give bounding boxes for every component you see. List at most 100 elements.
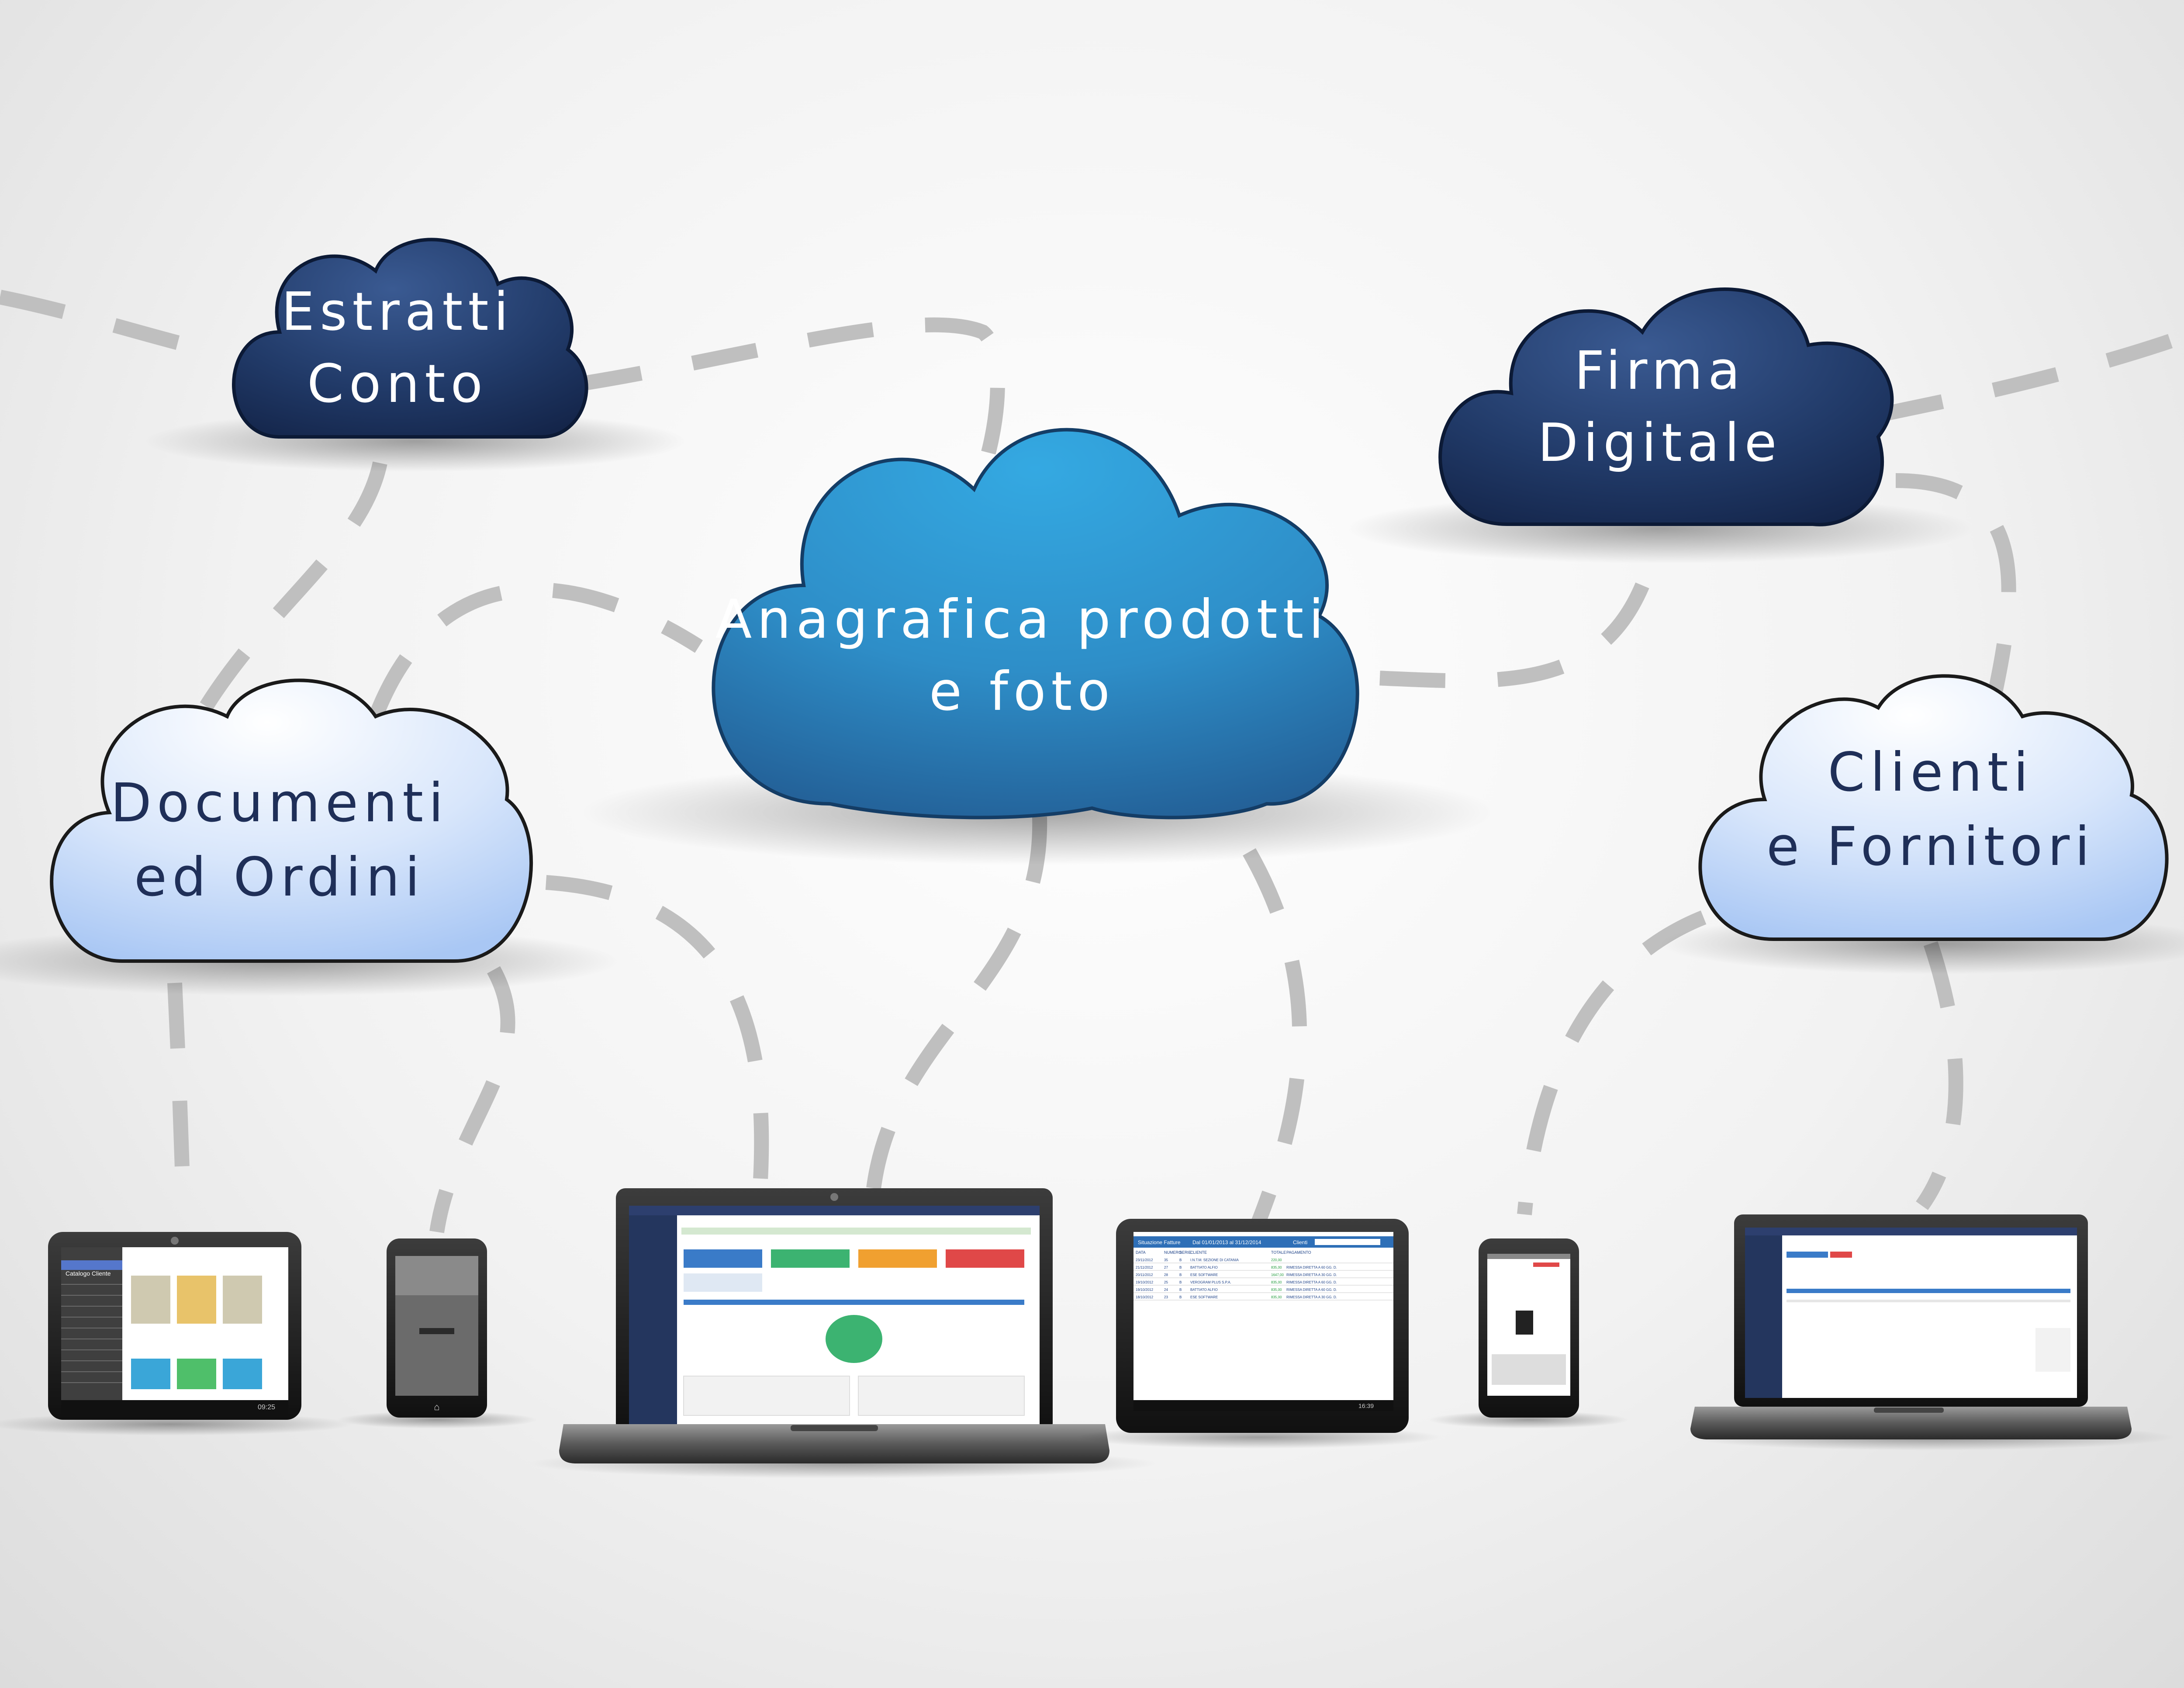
connector-anagrafica-laptop xyxy=(866,816,1047,1190)
invoice-cell: 835,00 xyxy=(1271,1266,1282,1269)
cloud-clienti-fornitori: Clienti e Fornitori xyxy=(1660,674,2184,974)
invoice-cell: B xyxy=(1179,1295,1182,1299)
invoice-cell: B xyxy=(1179,1273,1182,1277)
invoice-cell: 23/11/2012 xyxy=(1136,1258,1153,1262)
invoice-cell: 835,00 xyxy=(1271,1280,1282,1284)
invoice-cell: ESE SOFTWARE xyxy=(1190,1295,1218,1299)
device-laptop-center xyxy=(529,1188,1158,1478)
laptop-camera xyxy=(830,1193,838,1201)
invoice-header-left: Situazione Fatture xyxy=(1138,1239,1181,1245)
chart-panel-header xyxy=(684,1300,1024,1305)
laptop-sidebar xyxy=(629,1215,677,1424)
phone-home-icon: ⌂ xyxy=(434,1401,439,1412)
laptop-topbar xyxy=(629,1206,1040,1215)
connector-estratti-documenti xyxy=(199,461,387,712)
device-shadow xyxy=(1428,1411,1629,1429)
cloud-documenti-line2: ed Ordini xyxy=(134,846,425,908)
tablet-left-clock: 09:25 xyxy=(258,1404,275,1411)
connector-firma-right-edge xyxy=(1876,329,2184,422)
tablet-right-clock: 16:39 xyxy=(1358,1402,1374,1409)
device-tablet-right: Situazione Fatture Dal 01/01/2013 al 31/… xyxy=(1075,1219,1441,1449)
invoice-cell: B xyxy=(1179,1288,1182,1292)
phone-button-ui xyxy=(419,1328,454,1334)
invoice-cell: 28 xyxy=(1164,1273,1168,1277)
invoice-cell: 19/10/2012 xyxy=(1136,1288,1154,1292)
laptop-table-row xyxy=(1787,1300,2070,1302)
connector-clienti-laptop xyxy=(1916,941,1963,1210)
invoice-cell: 25 xyxy=(1164,1280,1168,1284)
cloud-estratti-line2: Conto xyxy=(307,354,488,415)
device-phone-right xyxy=(1428,1238,1629,1429)
invoice-column-header: CLIENTE xyxy=(1190,1250,1207,1255)
cloud-anagrafica-prodotti: Anagrafica prodotti e foto xyxy=(581,428,1498,865)
phone-photo xyxy=(395,1256,478,1295)
invoice-cell: 20/11/2012 xyxy=(1136,1273,1153,1277)
phone-top-bar xyxy=(1487,1254,1570,1259)
tablet-sidebar-header xyxy=(61,1260,122,1270)
invoice-cell: RIMESSA DIRETTA A 60 GG. D. xyxy=(1286,1266,1337,1269)
cloud-firma-line2: Digitale xyxy=(1538,413,1782,474)
invoice-column-header: SERIE xyxy=(1179,1250,1191,1255)
device-tablet-left: Catalogo Cliente 09:25 xyxy=(0,1232,354,1435)
cloud-shape xyxy=(50,678,533,963)
invoice-cell: RIMESSA DIRETTA A 30 GG. D. xyxy=(1286,1295,1337,1299)
bottom-panel-left xyxy=(683,1376,850,1416)
cloud-firma-digitale: Firma Digitale xyxy=(1345,287,1974,564)
invoice-cell: RIMESSA DIRETTA A 60 GG. D. xyxy=(1286,1280,1337,1284)
invoice-cell: B xyxy=(1179,1258,1182,1262)
phone-thumbnails xyxy=(1492,1354,1566,1385)
laptop-header-bar xyxy=(681,1228,1031,1235)
connector-documenti-tablet xyxy=(167,982,191,1206)
laptop-tab-blue xyxy=(1787,1252,1828,1258)
laptop-notch xyxy=(1874,1408,1944,1413)
connector-clienti-phone xyxy=(1517,910,1707,1215)
bottom-panel-right xyxy=(858,1376,1025,1416)
invoice-cell: 1647,00 xyxy=(1271,1273,1284,1277)
invoice-search-input[interactable] xyxy=(1315,1239,1380,1245)
connector-firma-clienti xyxy=(1895,473,2016,709)
cloud-estratti-conto: Estratti Conto xyxy=(144,238,686,472)
connector-firma-anagrafica xyxy=(1354,582,1649,688)
cloud-anagrafica-line2: e foto xyxy=(929,661,1115,723)
invoice-cell: 27 xyxy=(1164,1266,1168,1269)
phone-product-photo xyxy=(1516,1311,1533,1335)
phone-accent xyxy=(1533,1263,1559,1267)
invoice-cell: I.N.T.M. SEZIONE DI CATANIA xyxy=(1190,1258,1239,1262)
dashboard-tile-light xyxy=(684,1273,762,1292)
tablet-camera xyxy=(171,1237,179,1245)
laptop-notch xyxy=(791,1425,878,1431)
invoice-cell: 220,00 xyxy=(1271,1258,1282,1262)
cloud-clienti-line2: e Fornitori xyxy=(1766,816,2095,878)
invoice-header-mid: Dal 01/01/2013 al 31/12/2014 xyxy=(1192,1239,1261,1245)
cloud-shape xyxy=(1438,287,1894,526)
pie-chart xyxy=(826,1315,882,1363)
tablet-navbar xyxy=(1133,1400,1393,1411)
invoice-column-header: NUMERO xyxy=(1164,1250,1182,1255)
phone-panel xyxy=(395,1295,478,1396)
connector-left-edge-estratti xyxy=(0,290,228,361)
device-laptop-right xyxy=(1686,1214,2175,1450)
invoice-cell: B xyxy=(1179,1280,1182,1284)
invoice-cell: 835,00 xyxy=(1271,1295,1282,1299)
invoice-cell: B xyxy=(1179,1266,1182,1269)
laptop-base xyxy=(1690,1407,2132,1439)
tablet-navbar xyxy=(61,1400,288,1413)
laptop-sidebar xyxy=(1745,1235,1782,1398)
device-phone-left: ⌂ xyxy=(336,1238,537,1429)
cloud-documenti-ordini: Documenti ed Ordini xyxy=(0,678,620,996)
connector-documenti-laptop xyxy=(545,875,769,1189)
tablet-sidebar xyxy=(61,1247,122,1413)
cloud-shape xyxy=(1698,674,2169,941)
connector-documenti-phone xyxy=(429,966,515,1233)
invoice-cell: BATTIATO ALFIO xyxy=(1190,1288,1218,1292)
cloud-shape xyxy=(232,238,588,439)
invoice-cell: 24 xyxy=(1164,1288,1168,1292)
tablet-catalog-title: Catalogo Cliente xyxy=(66,1270,111,1277)
connector-documenti-anagrafica xyxy=(369,582,703,719)
invoice-column-header: PAGAMENTO xyxy=(1286,1250,1311,1255)
invoice-cell: RIMESSA DIRETTA A 60 GG. D. xyxy=(1286,1288,1337,1292)
laptop-topbar xyxy=(1745,1228,2077,1235)
dashboard-tile-green xyxy=(771,1249,850,1268)
cloud-clienti-line1: Clienti xyxy=(1828,741,2033,803)
